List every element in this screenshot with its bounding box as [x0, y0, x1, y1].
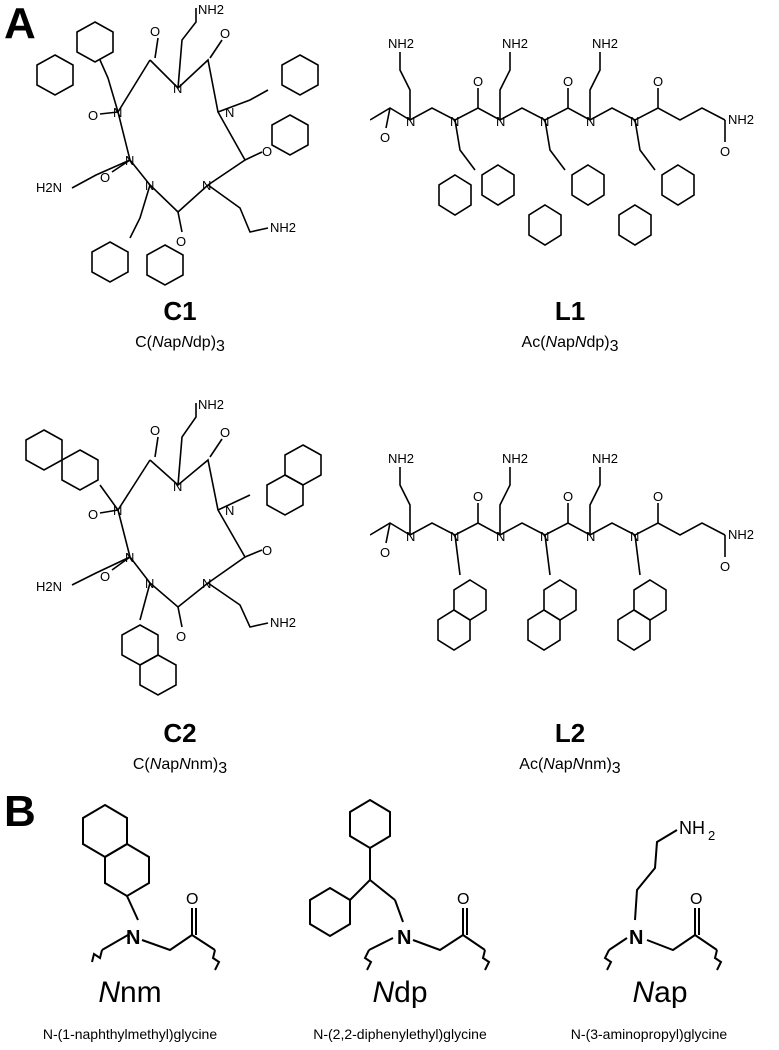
atom-n: N [496, 114, 505, 129]
atom-o: O [220, 425, 230, 440]
atom-n: N [225, 503, 234, 518]
atom-nh2: NH2 [198, 397, 224, 412]
atom-n: N [540, 114, 549, 129]
atom-nh2: NH2 [388, 36, 414, 51]
atom-n: N [225, 105, 234, 120]
atom-n: N [630, 529, 639, 544]
atom-n: N [126, 927, 140, 949]
atom-n: N [496, 529, 505, 544]
atom-n: N [145, 178, 154, 193]
structure-c1: N N N N N N O O O O O O NH2 H2N NH2 [36, 2, 319, 286]
atom-nh2: NH2 [388, 451, 414, 466]
atom-o: O [380, 545, 390, 560]
monomer-label-ndp: Ndp [372, 976, 428, 1009]
atom-o: O [457, 891, 469, 908]
atom-o: O [176, 629, 186, 644]
atom-o: O [690, 891, 702, 908]
atom-o: O [88, 108, 98, 123]
structure-nap: N O NH 2 [603, 818, 723, 971]
atom-o: O [100, 170, 110, 185]
atom-o: O [220, 26, 230, 41]
monomer-label-nnm: Nnm [98, 976, 162, 1009]
atom-n: N [450, 114, 459, 129]
atom-n: N [173, 479, 182, 494]
atom-o: O [720, 559, 730, 574]
atom-n: N [202, 178, 211, 193]
atom-n: N [125, 153, 134, 168]
monomer-fullname-ndp: N-(2,2-diphenylethyl)glycine [313, 1026, 487, 1042]
atom-n: N [113, 105, 122, 120]
atom-o: O [653, 489, 663, 504]
atom-o: O [262, 543, 272, 558]
compound-label-c2: C2 [163, 718, 197, 748]
atom-n: N [586, 529, 595, 544]
structure-l2: N N N N N N O O O O O NH2 NH2 NH2 NH2 [370, 451, 754, 651]
atom-n: N [202, 576, 211, 591]
compound-formula-c2: C(NapNnm)3 [132, 756, 228, 777]
panel-label-b: B [4, 787, 36, 836]
atom-o: O [100, 569, 110, 584]
atom-n: N [630, 114, 639, 129]
atom-o: O [176, 234, 186, 249]
atom-n: N [406, 529, 415, 544]
atom-nh2: NH2 [198, 2, 224, 17]
monomer-label-nap: Nap [632, 976, 688, 1009]
atom-o: O [473, 489, 483, 504]
atom-nh2: NH2 [270, 615, 296, 630]
atom-o: O [186, 891, 198, 908]
atom-n: N [540, 529, 549, 544]
atom-nh2: NH2 [502, 36, 528, 51]
atom-n: N [125, 550, 134, 565]
atom-h2n: H2N [36, 180, 62, 195]
atom-o: O [262, 144, 272, 159]
structure-l1: N N N N N N O O O O O NH2 NH2 NH2 NH2 [370, 36, 754, 246]
atom-o: O [473, 74, 483, 89]
compound-formula-c1: C(NapNdp)3 [135, 334, 225, 355]
panel-label-a: A [4, 0, 36, 48]
compound-label-l2: L2 [554, 718, 586, 748]
atom-nh2: NH2 [592, 451, 618, 466]
atom-n: N [629, 927, 643, 949]
atom-n: N [586, 114, 595, 129]
atom-n: N [145, 576, 154, 591]
atom-subscript: 2 [708, 828, 715, 843]
atom-nh2: NH2 [592, 36, 618, 51]
structure-c2: N N N N N N O O O O O O NH2 H2N NH2 [25, 397, 322, 696]
atom-n: N [397, 927, 411, 949]
atom-o: O [380, 130, 390, 145]
compound-formula-l1: Ac(NapNdp)3 [521, 334, 619, 355]
atom-nh2: NH2 [502, 451, 528, 466]
atom-n: N [406, 114, 415, 129]
monomer-fullname-nap: N-(3-aminopropyl)glycine [570, 1026, 728, 1042]
atom-o: O [150, 24, 160, 39]
atom-o: O [720, 144, 730, 159]
atom-o: O [88, 507, 98, 522]
atom-o: O [150, 423, 160, 438]
atom-n: N [113, 503, 122, 518]
compound-formula-l2: Ac(NapNnm)3 [519, 756, 621, 777]
compound-label-l1: L1 [554, 296, 586, 326]
atom-h2n: H2N [36, 579, 62, 594]
structure-ndp: N O [309, 798, 491, 971]
atom-n: N [173, 81, 182, 96]
monomer-fullname-nnm: N-(1-naphthylmethyl)glycine [42, 1026, 218, 1042]
compound-label-c1: C1 [163, 296, 197, 326]
atom-o: O [563, 74, 573, 89]
atom-o: O [563, 489, 573, 504]
atom-nh: NH [679, 818, 705, 838]
atom-n: N [450, 529, 459, 544]
atom-nh2: NH2 [728, 527, 754, 542]
structure-nnm: N O [82, 803, 221, 971]
atom-o: O [653, 74, 663, 89]
atom-nh2: NH2 [728, 112, 754, 127]
atom-nh2: NH2 [270, 220, 296, 235]
